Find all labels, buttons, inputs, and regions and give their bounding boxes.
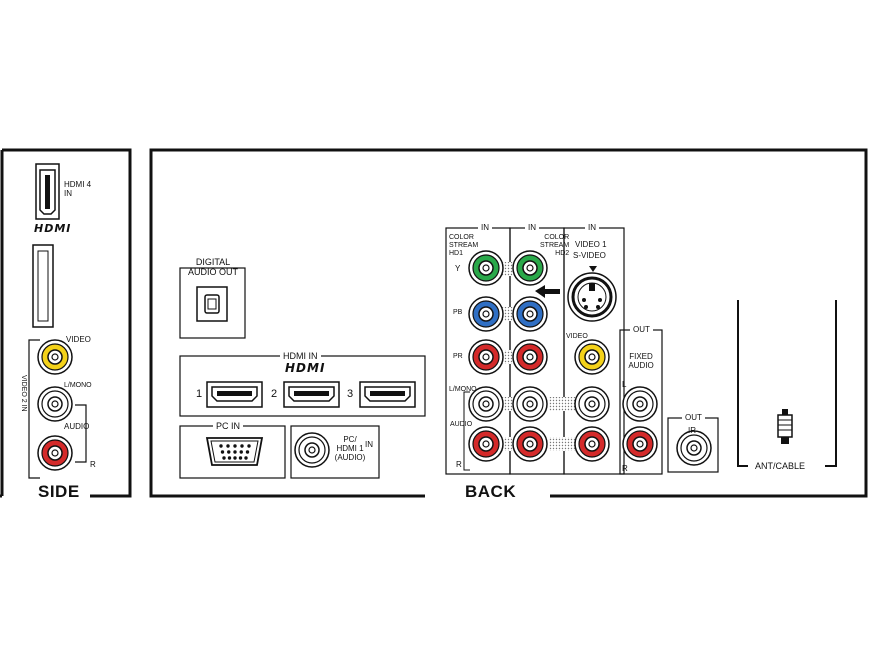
video-1-jack	[574, 339, 610, 375]
r-label: R	[456, 460, 462, 469]
ir-out-label: OUT	[682, 413, 705, 422]
digital-audio-out-box	[179, 267, 246, 339]
s-video-jack	[567, 272, 617, 322]
side-panel-frame	[0, 148, 132, 498]
fixed-audio-l-jack	[622, 386, 658, 422]
fixed-audio-out-label: OUT	[630, 325, 653, 334]
ir-out-jack	[676, 430, 712, 466]
back-title: BACK	[462, 483, 520, 500]
y-label: Y	[455, 264, 461, 273]
fixed-audio-label: FIXED AUDIO	[628, 352, 654, 370]
side-video-jack	[37, 339, 73, 375]
hd1-y-jack	[468, 250, 504, 286]
pr-label: PR	[453, 353, 463, 360]
pc-hdmi-audio-box	[290, 425, 380, 479]
s-video-arrow-icon	[589, 266, 597, 272]
arrow-left-icon	[535, 285, 560, 298]
fixed-audio-r-label: R	[622, 464, 628, 473]
side-title: SIDE	[38, 482, 80, 501]
hd2-pb-jack	[512, 296, 548, 332]
hdmi-3-number: 3	[347, 388, 354, 400]
hdmi-in-label: HDMI IN	[280, 351, 321, 361]
hd2-y-jack	[512, 250, 548, 286]
ant-cable-label: ANT/CABLE	[755, 461, 806, 471]
hd2-audio-l-jack	[512, 386, 548, 422]
hdmi-2-port-icon	[283, 381, 340, 408]
in-label-2: IN	[525, 223, 539, 232]
hdmi-4-in-label: HDMI 4 IN	[64, 180, 92, 198]
hdmi-1-number: 1	[196, 388, 203, 400]
ir-label: IR	[688, 426, 696, 435]
side-audio-r-jack	[37, 435, 73, 471]
hdmi-2-number: 2	[271, 388, 278, 400]
card-slot-icon	[32, 244, 54, 328]
ant-cable-frame	[737, 300, 837, 467]
pc-in-label: PC IN	[213, 421, 244, 431]
back-panel-frame	[149, 148, 868, 498]
hd1-audio-r-jack	[468, 426, 504, 462]
fixed-audio-r-jack	[622, 426, 658, 462]
hdmi-in-ports	[206, 381, 416, 408]
pc-in-box	[179, 425, 286, 479]
video-2-in-label: VIDEO 2 IN	[20, 375, 27, 412]
digital-audio-out-label: DIGITAL AUDIO OUT	[187, 257, 238, 277]
video-2-in-bracket	[28, 339, 87, 479]
video-1-label: VIDEO 1	[575, 240, 607, 249]
pc-hdmi-audio-jack	[294, 432, 330, 468]
coax-connector-icon	[777, 409, 793, 444]
back-hdmi-logo: HDMI	[285, 361, 326, 375]
back-jacks	[294, 250, 712, 468]
side-audio-l-jack	[37, 386, 73, 422]
side-video-label: VIDEO	[66, 335, 91, 344]
hd1-pb-jack	[468, 296, 504, 332]
s-video-label: S-VIDEO	[573, 251, 606, 260]
video-1-audio-r-jack	[574, 426, 610, 462]
pc-hdmi-audio-label: PC/ HDMI 1 (AUDIO)	[334, 435, 366, 462]
hdmi-4-port-icon	[35, 163, 60, 220]
hd1-audio-l-jack	[468, 386, 504, 422]
pb-label: PB	[453, 309, 463, 316]
video-label: VIDEO	[566, 333, 588, 340]
side-lmono-label: L/MONO	[64, 382, 92, 389]
hdmi-1-port-icon	[206, 381, 263, 408]
fixed-audio-l-label: L	[622, 380, 627, 389]
color-stream-hd2-label: COLOR STREAM HD2	[540, 234, 570, 257]
lmono-label: L/MONO	[449, 386, 477, 393]
in-label-1: IN	[478, 223, 492, 232]
in-label-3: IN	[585, 223, 599, 232]
side-hdmi-logo: HDMI	[34, 222, 72, 235]
hd2-audio-r-jack	[512, 426, 548, 462]
hdmi-3-port-icon	[359, 381, 416, 408]
pc-hdmi-in-label: IN	[365, 440, 373, 449]
side-r-label: R	[90, 460, 96, 469]
audio-label: AUDIO	[450, 421, 473, 428]
hd2-pr-jack	[512, 339, 548, 375]
side-audio-label: AUDIO	[64, 422, 90, 431]
video-1-audio-l-jack	[574, 386, 610, 422]
hd1-pr-jack	[468, 339, 504, 375]
color-stream-hd1-label: COLOR STREAM HD1	[449, 234, 479, 257]
side-jacks	[37, 339, 73, 471]
audio-bracket	[463, 391, 470, 471]
